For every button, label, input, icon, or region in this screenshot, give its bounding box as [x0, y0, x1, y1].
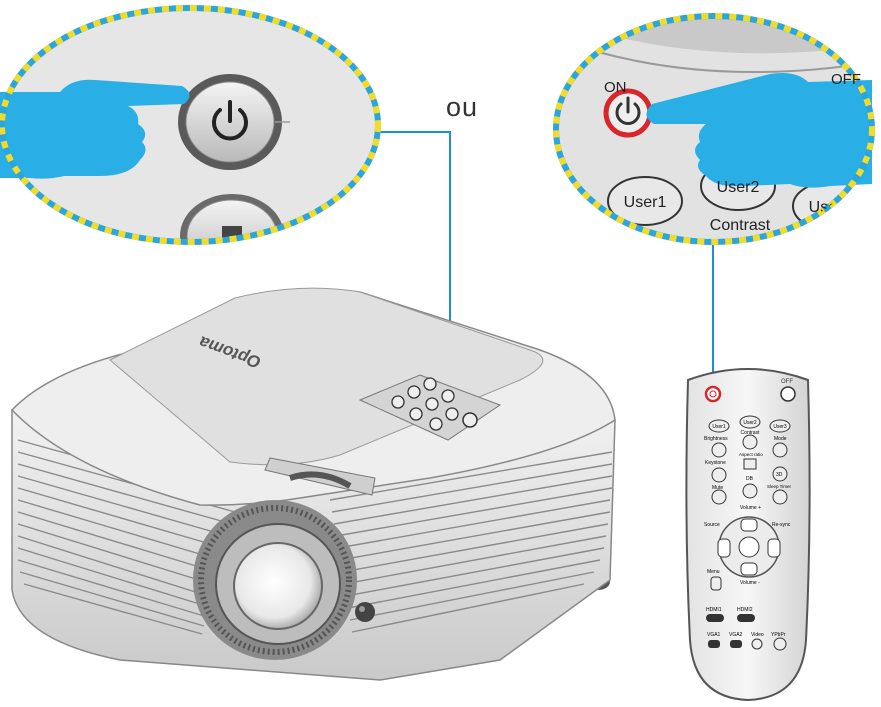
projector: Optoma	[10, 287, 616, 681]
zoom-user1-label: User1	[624, 194, 667, 211]
remote-sleep: Sleep Timer	[767, 484, 792, 489]
remote-ypbpr: YPbPr	[771, 632, 786, 638]
zoom-user2-label: User2	[717, 179, 760, 196]
remote-hdmi2: HDMI2	[737, 607, 753, 613]
zoom-circle-projector-keypad	[0, 5, 381, 245]
pointing-hand-icon	[0, 79, 190, 179]
remote-source: Source	[704, 522, 720, 528]
remote-3d: 3D	[776, 472, 783, 478]
connector-word: ou	[446, 92, 479, 122]
remote-volume-minus: Volume -	[740, 580, 760, 586]
remote-mute: Mute	[712, 485, 723, 491]
remote-brightness: Brightness	[704, 436, 728, 442]
pointing-hand-icon-right	[646, 73, 872, 188]
remote-vga1: VGA1	[707, 632, 721, 638]
projector-lens	[193, 500, 357, 660]
remote-off-label: OFF	[831, 71, 861, 88]
remote-control: OFF User1 User2 User3 Contrast Brightnes…	[685, 368, 811, 702]
remote-menu: Menu	[707, 569, 720, 575]
remote-user3: User3	[773, 424, 787, 430]
remote-video: Video	[751, 632, 764, 638]
remote-aspect: Aspect ratio	[739, 452, 763, 457]
remote-vga2: VGA2	[729, 632, 743, 638]
power-on-icon	[615, 102, 641, 125]
remote-db: DB	[746, 476, 754, 482]
zoom-contrast-label: Contrast	[710, 217, 771, 234]
projector-keypad	[358, 374, 502, 441]
power-icon	[212, 108, 248, 141]
remote-volume-plus: Volume +	[740, 505, 761, 511]
remote-off-text: OFF	[781, 379, 793, 385]
keypad-power-button	[178, 74, 290, 170]
remote-resync: Re-sync	[772, 522, 791, 528]
remote-user1: User1	[712, 424, 726, 430]
remote-keystone: Keystone	[705, 460, 726, 466]
remote-contrast: Contrast	[741, 430, 761, 436]
remote-hdmi1: HDMI1	[706, 607, 722, 613]
zoom-circle-remote-power: ON OFF User1 User2 User3 Contrast	[553, 13, 875, 245]
remote-on-button	[603, 88, 653, 138]
remote-on-label: ON	[604, 79, 627, 96]
remote-mode: Mode	[774, 436, 787, 442]
remote-user2: User2	[743, 420, 757, 426]
